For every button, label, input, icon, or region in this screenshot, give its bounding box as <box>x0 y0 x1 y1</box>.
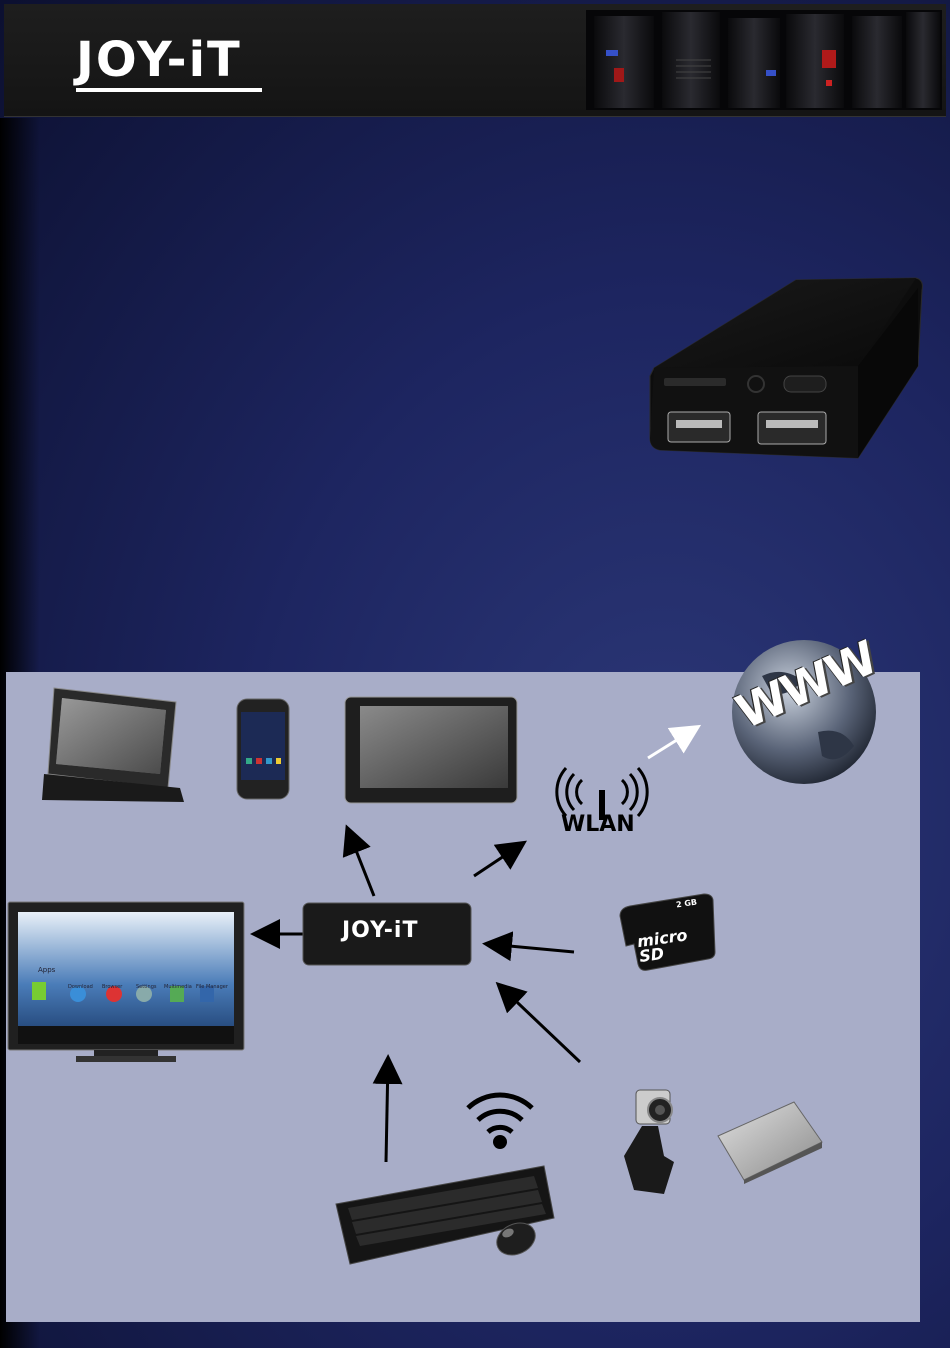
external-hard-drive-icon <box>716 1100 824 1184</box>
joy-it-stick-label: JOY-iT <box>342 918 418 943</box>
tv-apps-label: Apps <box>38 966 55 974</box>
tv-app-name: Multimedia <box>164 984 192 990</box>
tv-app-name: Download <box>68 984 93 990</box>
tv-app-name: Settings <box>136 984 157 990</box>
wlan-label: WLAN <box>561 812 635 837</box>
tv-app-name: Browser <box>102 984 122 990</box>
wireless-mouse-icon <box>494 1218 538 1260</box>
tablet-icon <box>344 696 518 804</box>
tv-app-name: File Manager <box>196 984 228 990</box>
tv-monitor-icon <box>6 900 246 1064</box>
docked-tablet-icon <box>40 684 188 804</box>
smartphone-icon <box>236 698 290 800</box>
webcam-icon <box>614 1086 686 1196</box>
wireless-signal-icon <box>462 1086 538 1150</box>
